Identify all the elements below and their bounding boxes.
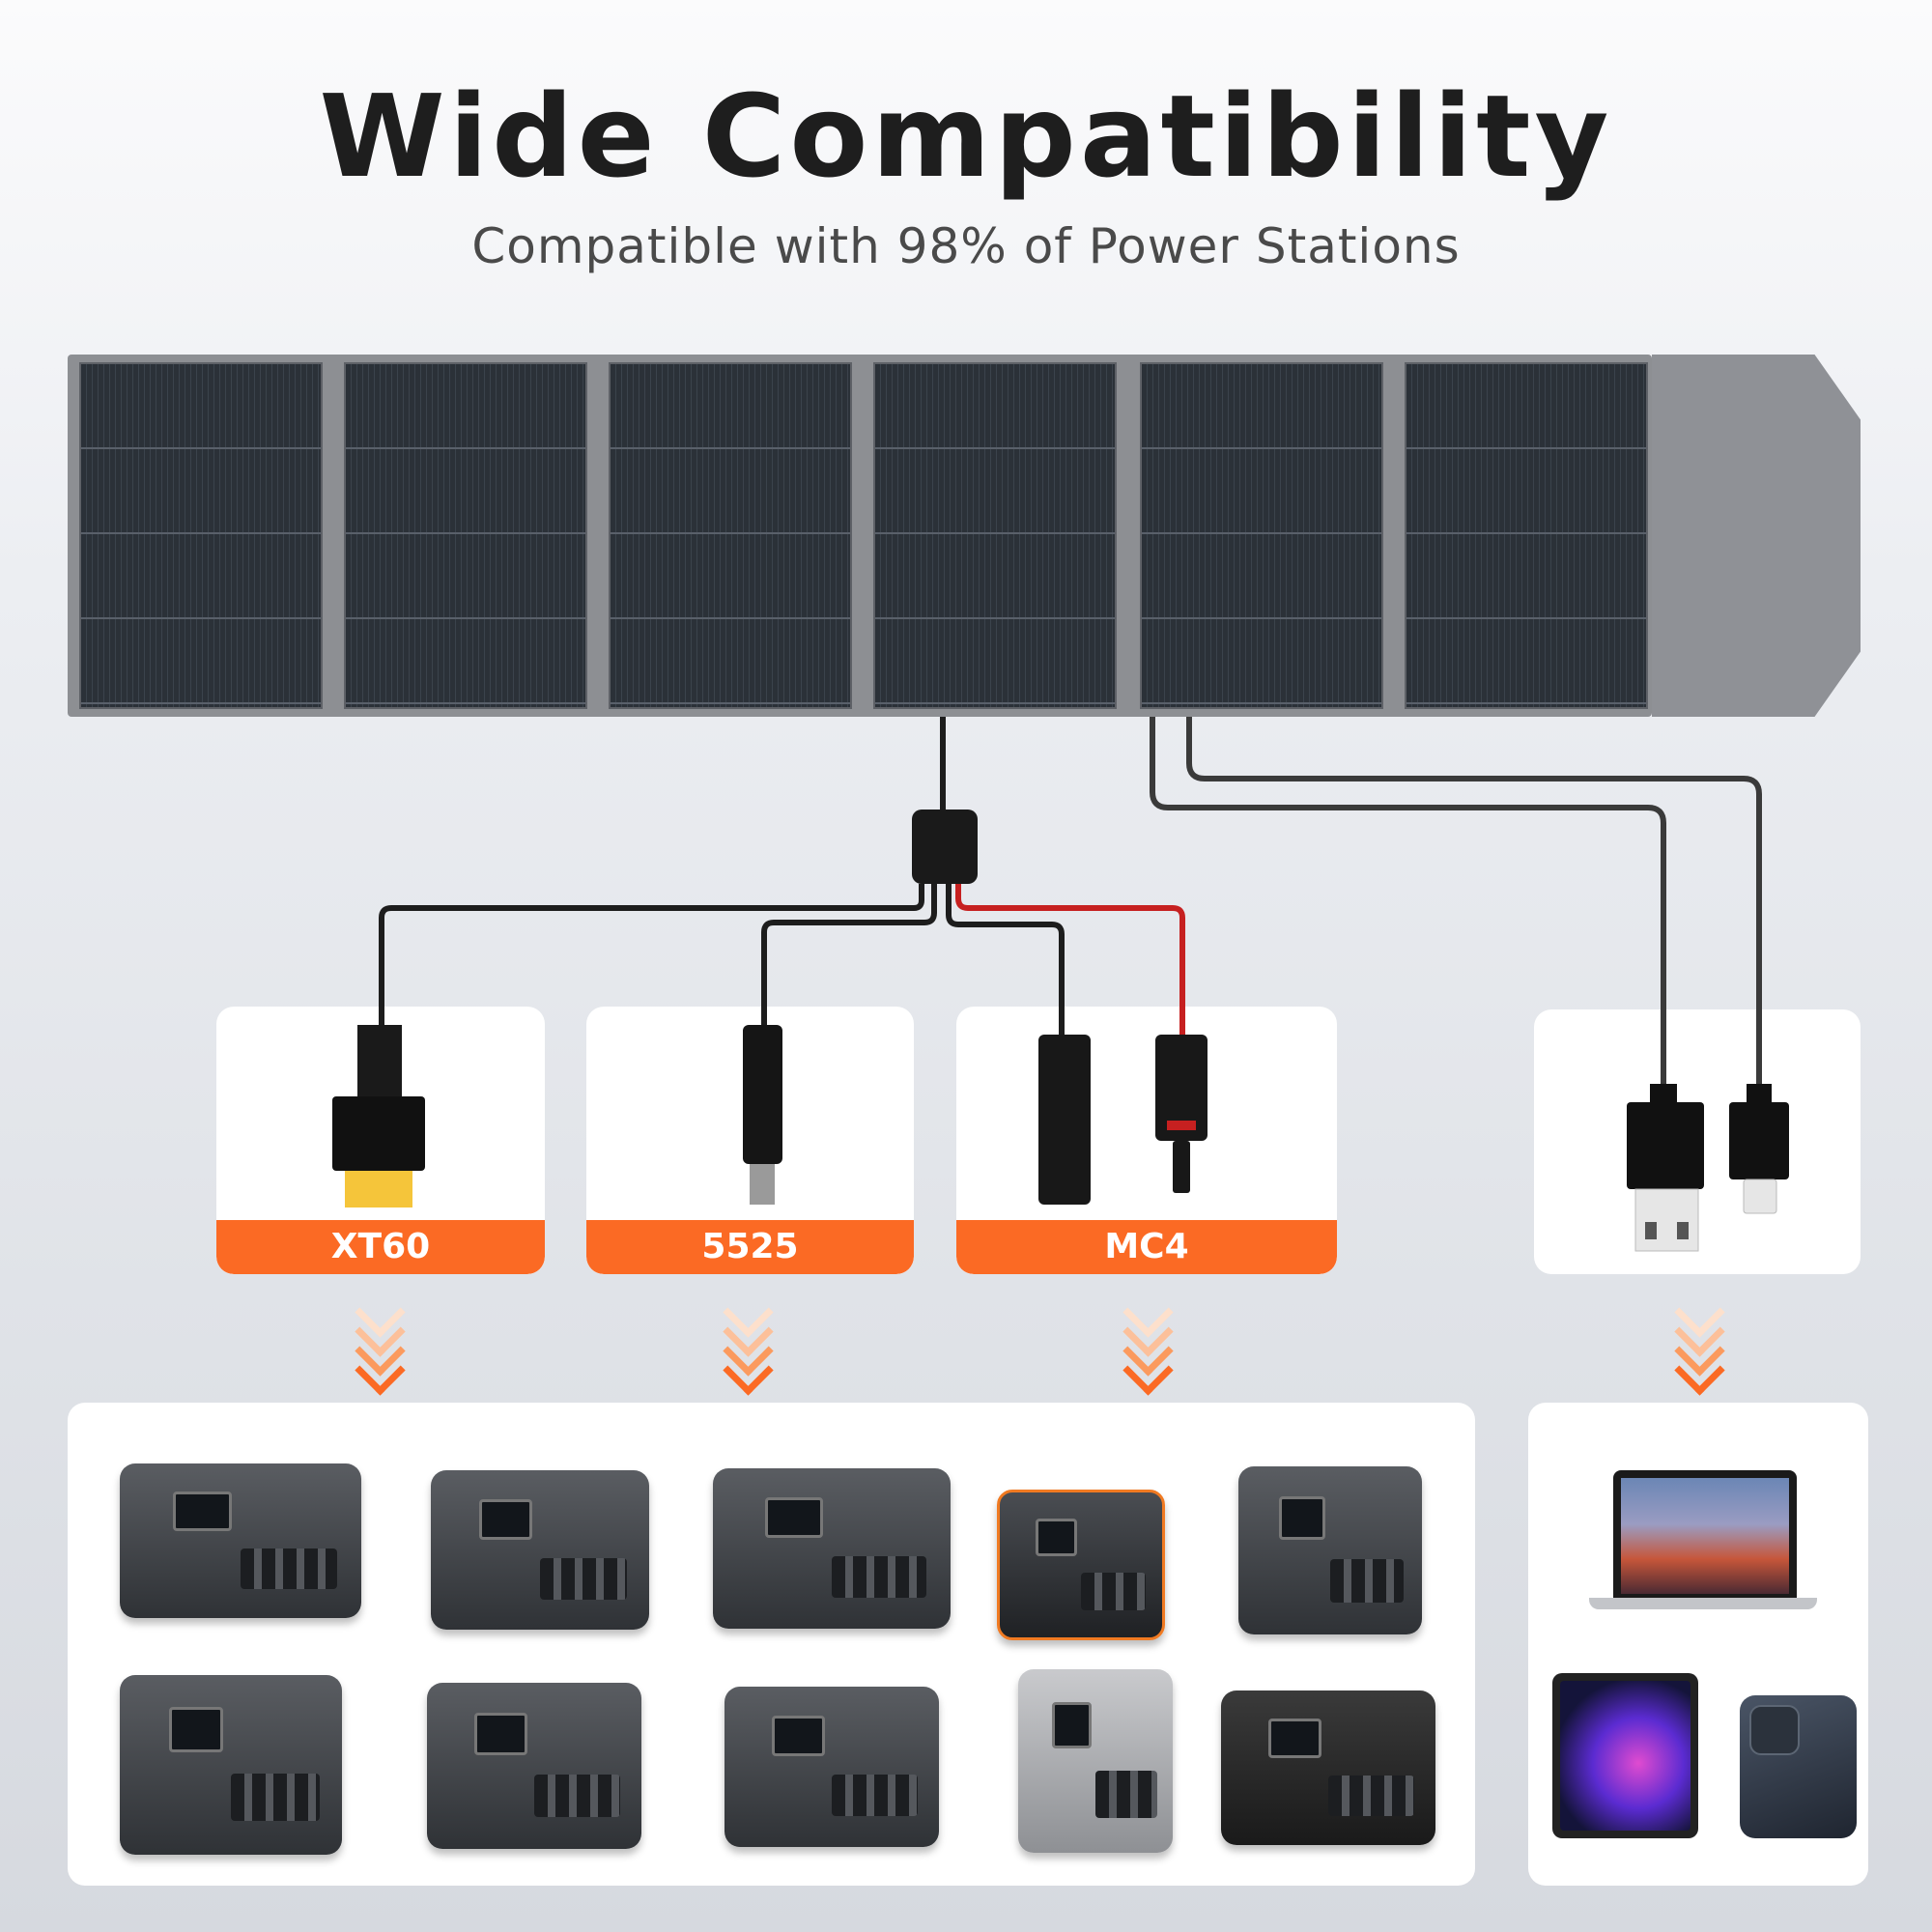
usb-c-connector-icon <box>1729 1084 1789 1214</box>
chevron-down-icon <box>1674 1287 1725 1396</box>
usb-a-connector-icon <box>1627 1084 1704 1252</box>
usb-a-cable <box>1150 717 1666 1102</box>
power-stations-panel <box>68 1403 1475 1886</box>
solar-cell <box>1140 362 1383 709</box>
solar-cell <box>1405 362 1648 709</box>
power-station-icon <box>1238 1466 1422 1634</box>
xt60-cable <box>379 884 924 1025</box>
laptop-icon <box>1613 1470 1797 1598</box>
personal-devices-panel <box>1528 1403 1868 1886</box>
panel-flap <box>1652 355 1861 717</box>
power-station-icon <box>120 1675 342 1855</box>
solar-panel <box>68 355 1652 717</box>
mc4-male-connector-icon <box>1038 1035 1091 1205</box>
power-station-icon <box>1018 1669 1173 1853</box>
solar-cell <box>79 362 323 709</box>
mc4-black-cable <box>946 884 1065 1035</box>
solar-cell <box>609 362 852 709</box>
power-station-icon <box>431 1470 649 1630</box>
junction-box <box>912 810 978 884</box>
connector-label-mc4: MC4 <box>956 1220 1337 1274</box>
chevron-down-icon <box>723 1287 774 1396</box>
power-station-icon <box>1221 1690 1435 1845</box>
chevron-down-icon <box>355 1287 406 1396</box>
usb-c-cable <box>1186 717 1762 1084</box>
tablet-icon <box>1552 1673 1698 1838</box>
power-station-icon <box>724 1687 939 1847</box>
connector-label-5525: 5525 <box>586 1220 914 1274</box>
mc4-female-connector-icon <box>1155 1035 1208 1193</box>
dc5525-connector-icon <box>743 1025 782 1205</box>
phone-icon <box>1740 1695 1857 1838</box>
power-station-icon <box>120 1463 361 1618</box>
connector-label-xt60: XT60 <box>216 1220 545 1274</box>
xt60-connector-icon <box>332 1025 425 1208</box>
power-station-icon <box>427 1683 641 1849</box>
mc4-red-cable <box>955 884 1185 1035</box>
page-subtitle: Compatible with 98% of Power Stations <box>471 218 1461 274</box>
laptop-base <box>1589 1598 1817 1609</box>
dc5525-cable <box>761 884 937 1025</box>
power-station-icon <box>713 1468 951 1629</box>
chevron-down-icon <box>1122 1287 1174 1396</box>
connector-card-xt60: XT60 <box>216 1007 545 1274</box>
solar-cell <box>344 362 587 709</box>
page-title: Wide Compatibility <box>319 70 1613 203</box>
solar-cell <box>873 362 1117 709</box>
connector-card-mc4: MC4 <box>956 1007 1337 1274</box>
power-station-icon <box>997 1490 1165 1640</box>
